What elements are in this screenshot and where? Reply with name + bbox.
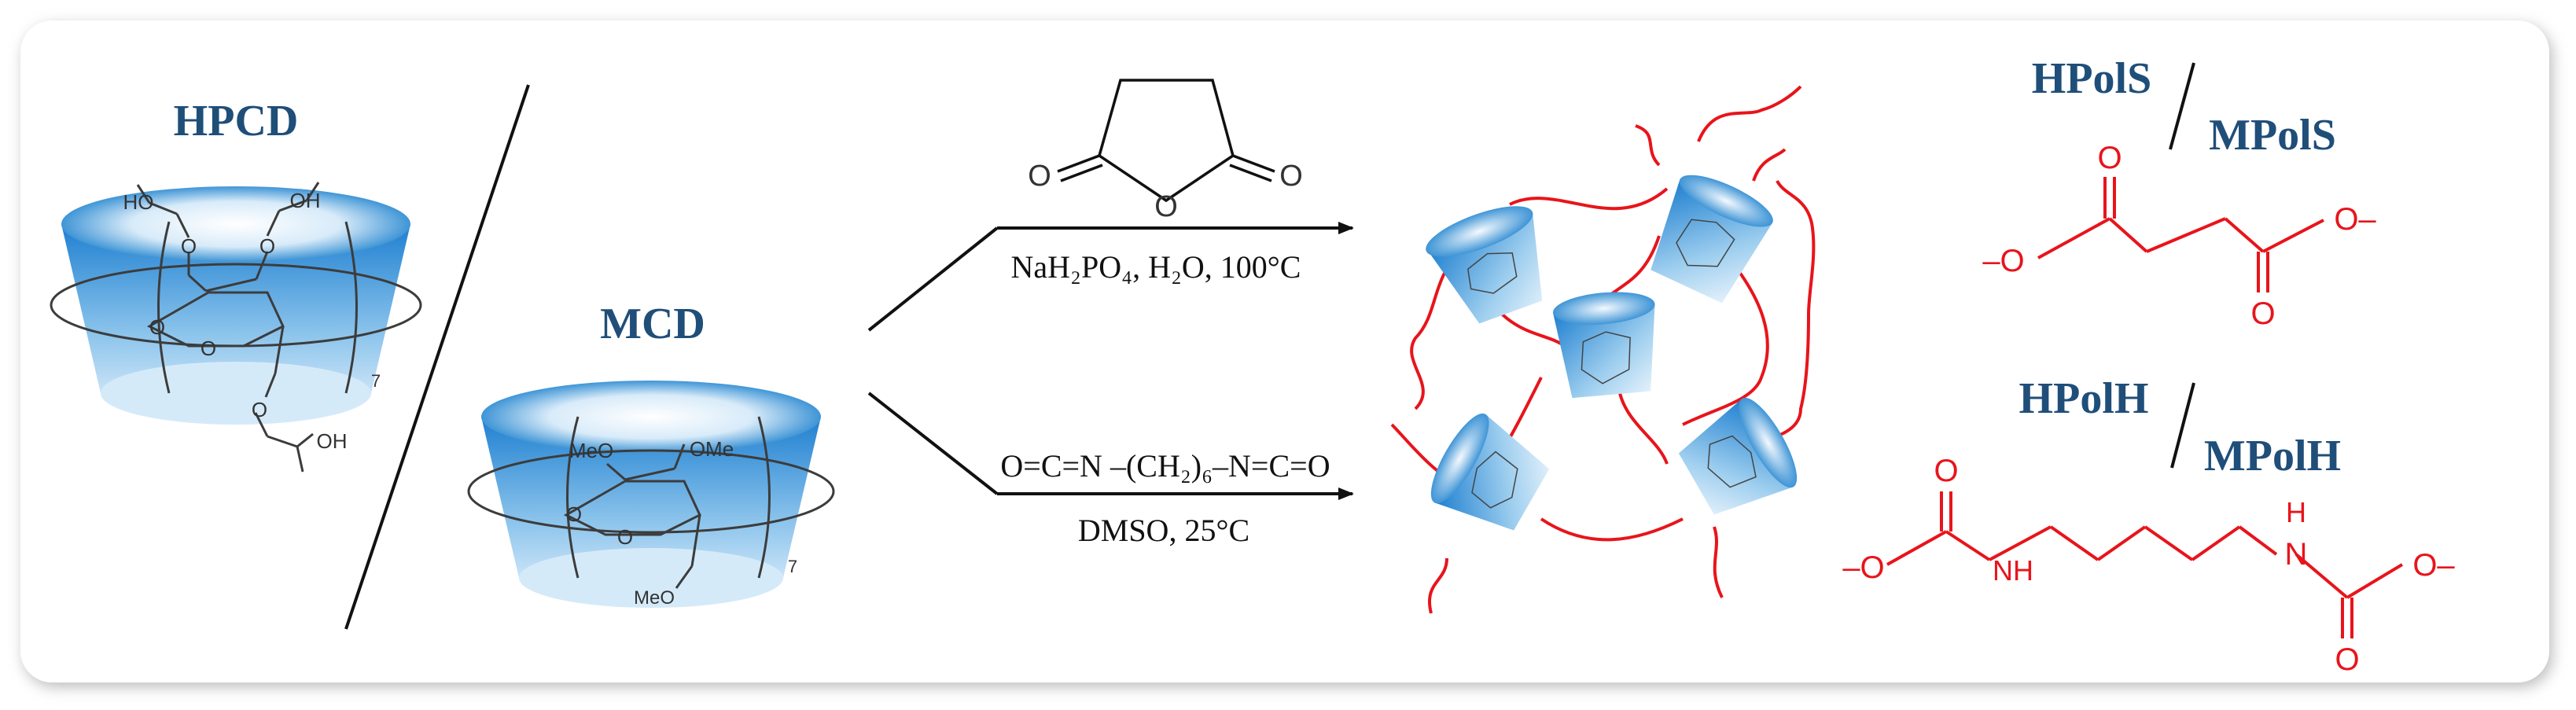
hpcd-o-d: O [201,337,216,360]
polymer-chains [1390,85,1816,614]
mcd-group: MCD MeO OMe O O MeO 7 [467,300,835,609]
hdi-reagent: O=C=N –(CH₂)₆–N=C=O [1000,448,1330,484]
mini-cd-1 [1426,206,1543,324]
hpcd-o-b: O [259,234,275,258]
anhydride-o-left: O [1028,160,1051,193]
mini-cd-5 [1678,397,1798,515]
hpols-slash [2169,62,2195,150]
urethane-nh-left: NH [1993,554,2033,587]
hpcd-oh-left: HO [123,190,154,214]
succinate-o-bottom: O [2250,296,2275,331]
succinate-o-right: O– [2334,202,2376,237]
urethane-o-bottom: O [2335,642,2359,677]
hpcd-subscript: 7 [371,371,381,391]
anhydride-o-ring: O [1154,190,1178,223]
polymer-network [1390,85,1816,614]
mcd-ome-right: OMe [690,437,734,461]
urethane-o-left: –O [1842,550,1884,585]
hpcd-o-c: O [149,315,165,339]
mcd-glucose-structure [467,416,835,589]
reaction-bottom: O=C=N –(CH₂)₆–N=C=O DMSO, 25°C [867,392,1354,548]
urethane-o-top: O [1934,454,1958,488]
hpcd-o-e: O [252,398,267,421]
bottom-condition: DMSO, 25°C [1078,513,1249,548]
succinate-linker-section: HPolS MPolS O –O O– O [1982,54,2376,331]
hpols-label: HPolS [2032,54,2151,103]
succinate-o-top: O [2097,141,2122,175]
hpcd-atom-labels: HO OH O O O O O OH 7 [123,189,381,453]
mcd-subscript: 7 [788,557,797,576]
urethane-n-right: N [2285,537,2308,572]
mpolh-label: MPolH [2204,432,2341,480]
urethane-o-right: O– [2412,548,2455,583]
mcd-o-b: O [617,525,633,549]
divider-line [344,84,530,630]
anhydride-o-right: O [1279,160,1303,193]
urethane-h-right: H [2286,496,2306,528]
bottom-arrow-diagonal [867,392,999,495]
mini-cd-4 [1430,413,1550,531]
hpcd-label: HPCD [174,97,299,145]
succinic-anhydride [1057,79,1275,203]
hpcd-oh-right: OH [290,189,321,212]
succinate-structure [2037,177,2324,292]
hpcd-group: HPCD H [50,97,422,473]
hpcd-o-a: O [181,234,197,258]
mini-cd-3 [1552,292,1655,399]
mcd-cup [481,381,821,608]
urethane-linker-section: HPolH MPolH O –O NH N H O– O [1842,374,2455,677]
mcd-ome-bottom: MeO [634,587,675,609]
succinate-o-left: –O [1982,244,2024,278]
mpols-label: MPolS [2209,111,2336,160]
mcd-o-a: O [566,502,582,526]
urethane-structure [1886,491,2404,638]
mcd-atom-labels: MeO OMe O O MeO 7 [566,437,797,609]
hpolh-slash [2170,382,2195,469]
hpolh-label: HPolH [2019,374,2149,423]
mcd-label: MCD [600,300,705,348]
hpcd-oh-bottom: OH [317,429,348,453]
reaction-top: O O O NaH₂PO₄, H₂O, 100°C [867,79,1354,332]
top-arrow-diagonal [867,226,999,332]
hpcd-cup [61,186,410,425]
top-condition: NaH₂PO₄, H₂O, 100°C [1011,249,1301,285]
mini-cd-2 [1650,175,1773,303]
hpcd-glucose-structure [50,182,422,473]
mcd-ome-left: MeO [569,439,613,462]
figure-frame [20,20,2552,687]
